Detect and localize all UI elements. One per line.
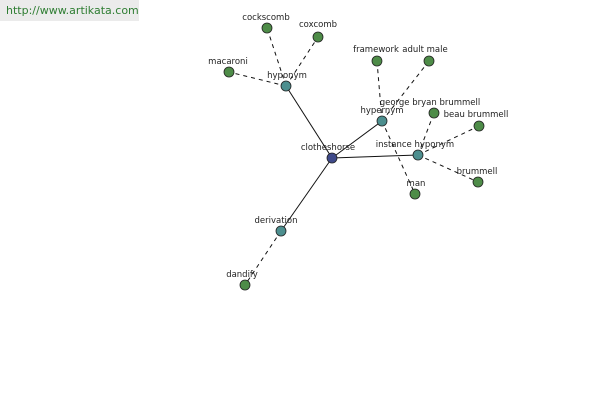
leaf-node-dot[interactable]: [312, 31, 324, 43]
relation-node-dot[interactable]: [275, 225, 287, 237]
leaf-node-label: framework: [353, 45, 399, 55]
edge-instance-hyponym-beau-brummell: [417, 125, 480, 156]
center-node-clotheshorse[interactable]: clotheshorse: [301, 143, 355, 164]
site-url-banner[interactable]: http://www.artikata.com: [0, 0, 139, 21]
leaf-node-dot[interactable]: [423, 55, 435, 67]
leaf-node-label: george bryan brummell: [380, 98, 481, 108]
relation-node-dot[interactable]: [280, 80, 292, 92]
leaf-node-dot[interactable]: [428, 107, 440, 119]
leaf-node-george-bryan-brummell[interactable]: george bryan brummell: [380, 98, 481, 119]
edge-clotheshorse-hypernym: [331, 120, 383, 159]
leaf-node-cockscomb[interactable]: cockscomb: [242, 13, 290, 34]
leaf-node-framework[interactable]: framework: [353, 45, 399, 67]
edge-hypernym-man: [381, 120, 416, 195]
edge-clotheshorse-hyponym-1: [285, 85, 333, 159]
relation-node-dot[interactable]: [376, 115, 388, 127]
leaf-node-macaroni[interactable]: macaroni: [208, 57, 248, 78]
leaf-node-label: dandify: [226, 270, 258, 280]
relation-node-hypernym[interactable]: hypernym: [360, 106, 404, 127]
edge-hyponym-1-macaroni: [228, 71, 287, 87]
relation-node-hyponym-1[interactable]: hyponym: [267, 71, 307, 92]
edge-hyponym-1-coxcomb: [285, 36, 319, 87]
leaf-node-brummell[interactable]: brummell: [457, 167, 498, 188]
center-node-dot[interactable]: [326, 152, 338, 164]
relation-node-derivation[interactable]: derivation: [254, 216, 298, 237]
leaf-node-label: brummell: [457, 167, 498, 177]
leaf-node-adult-male[interactable]: adult male: [402, 45, 448, 67]
relation-node-dot[interactable]: [412, 149, 424, 161]
leaf-node-man[interactable]: man: [407, 179, 426, 200]
leaf-node-dot[interactable]: [239, 279, 251, 291]
relation-node-label: hypernym: [360, 106, 403, 116]
leaf-node-coxcomb[interactable]: coxcomb: [299, 20, 337, 43]
leaf-node-label: man: [407, 179, 426, 189]
leaf-node-dandify[interactable]: dandify: [226, 270, 258, 291]
graph-edges: [228, 27, 480, 286]
edge-derivation-dandify: [244, 230, 282, 286]
edge-instance-hyponym-brummell: [417, 154, 479, 183]
relation-node-instance-hyponym[interactable]: instance hyponym: [376, 140, 454, 161]
edge-clotheshorse-instance-hyponym: [331, 154, 419, 159]
edge-hypernym-framework: [376, 60, 383, 122]
leaf-node-label: beau brummell: [444, 110, 509, 120]
edge-clotheshorse-derivation: [280, 157, 333, 232]
relation-node-label: derivation: [254, 216, 297, 226]
relation-node-label: instance hyponym: [376, 140, 454, 150]
leaf-node-dot[interactable]: [472, 176, 484, 188]
leaf-node-beau-brummell[interactable]: beau brummell: [444, 110, 509, 132]
leaf-node-dot[interactable]: [473, 120, 485, 132]
leaf-node-label: cockscomb: [242, 13, 289, 23]
leaf-node-dot[interactable]: [409, 188, 421, 200]
relation-node-label: hyponym: [267, 71, 307, 81]
leaf-node-dot[interactable]: [261, 22, 273, 34]
leaf-node-label: adult male: [402, 45, 447, 55]
center-node-label: clotheshorse: [301, 143, 355, 153]
leaf-node-label: coxcomb: [299, 20, 337, 30]
leaf-node-label: macaroni: [208, 57, 248, 67]
leaf-node-dot[interactable]: [223, 66, 235, 78]
edge-hyponym-1-cockscomb: [266, 27, 287, 87]
leaf-node-dot[interactable]: [371, 55, 383, 67]
